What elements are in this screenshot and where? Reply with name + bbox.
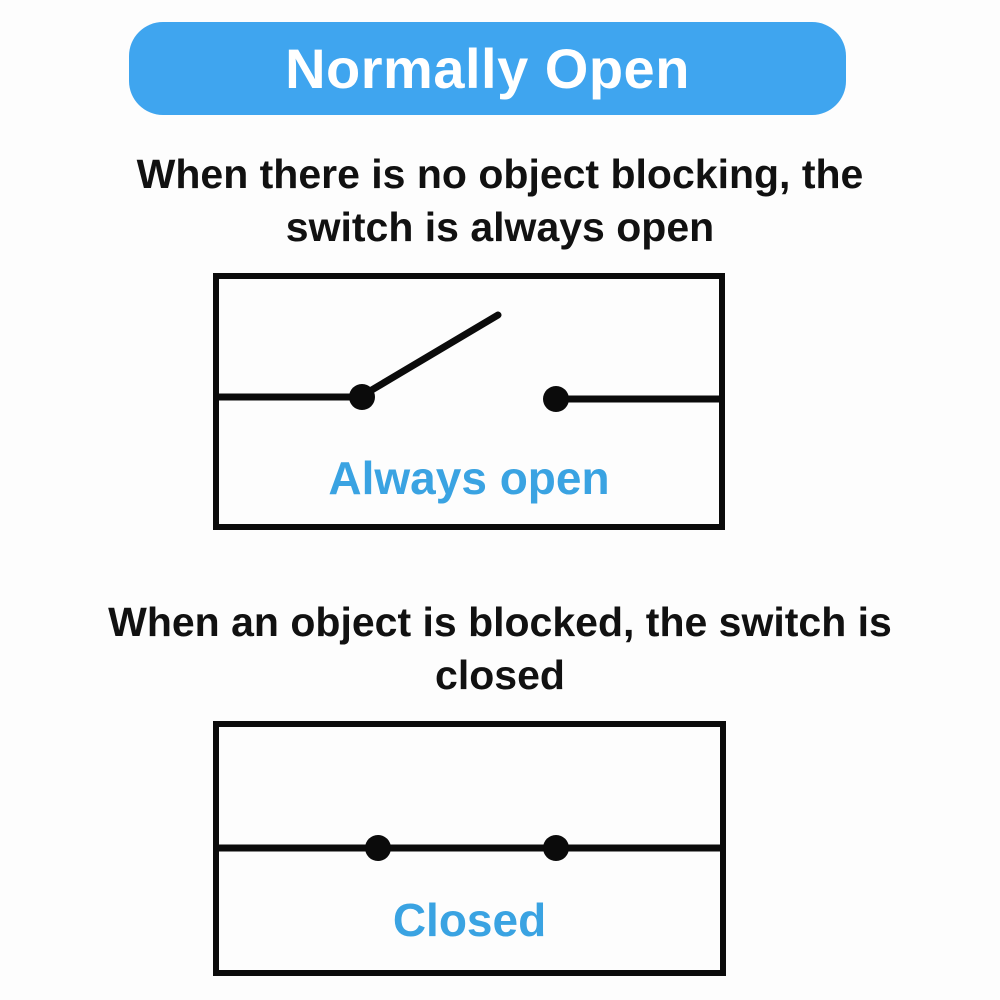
closed-state-description: When an object is blocked, the switch is… <box>0 596 1000 702</box>
banner-title: Normally Open <box>285 37 690 100</box>
closed-switch-diagram-box: Closed <box>213 721 726 976</box>
open-state-description: When there is no object blocking, the sw… <box>0 148 1000 254</box>
closed-description-line-1: When an object is blocked, the switch is <box>108 599 892 645</box>
switch-contact-dot-right <box>543 835 569 861</box>
closed-description-line-2: closed <box>435 652 565 698</box>
closed-diagram-label: Closed <box>392 894 547 946</box>
normally-open-banner: Normally Open <box>129 22 846 115</box>
open-switch-circuit-icon <box>213 273 725 530</box>
open-switch-diagram-box: Always open <box>213 273 725 530</box>
closed-switch-circuit-icon <box>213 721 726 976</box>
switch-contact-dot-left <box>349 384 375 410</box>
open-description-line-2: switch is always open <box>285 204 715 250</box>
open-description-line-1: When there is no object blocking, the <box>136 151 864 197</box>
switch-lever-line <box>361 311 502 398</box>
open-diagram-label: Always open <box>328 452 610 504</box>
switch-contact-dot-left <box>365 835 391 861</box>
